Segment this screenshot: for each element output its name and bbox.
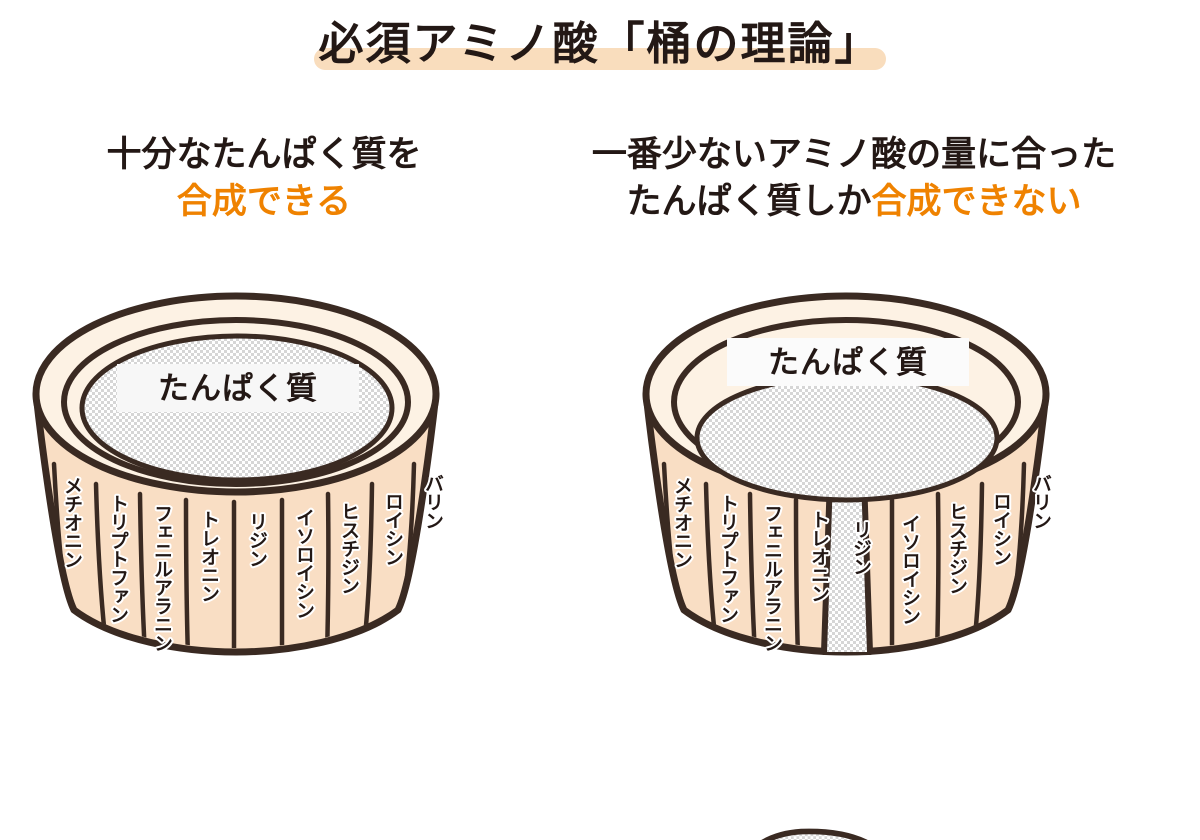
- stave-label-phenylalanine: フェニルアラニン: [761, 504, 783, 652]
- caption-deficient: 一番少ないアミノ酸の量に合った たんぱく質しか合成できない: [514, 132, 1194, 226]
- stave-label-leucine: ロイシン: [382, 492, 404, 566]
- protein-label-group: たんぱく質: [727, 337, 969, 386]
- stave-label-isoleucine: イソロイシン: [899, 514, 921, 625]
- stave-label-methionine: メチオニン: [61, 476, 83, 569]
- protein-label: たんぱく質: [158, 371, 318, 407]
- protein-spill-puddle: [761, 828, 868, 840]
- stave-label-valine: バリン: [422, 474, 444, 530]
- caption-sufficient: 十分なたんぱく質を 合成できる: [14, 132, 514, 226]
- stave-label-valine: バリン: [1030, 474, 1052, 530]
- panel-sufficient: 十分なたんぱく質を 合成できる: [14, 132, 514, 662]
- stave-label-threonine: トレオニン: [808, 510, 830, 603]
- barrel-broken-svg: たんぱく質 メチオニン トリプトファン フェニルアラニン トレオニン リジン イ…: [642, 292, 1054, 840]
- caption-line-1: 十分なたんぱく質を: [106, 135, 422, 175]
- stave-labels: メチオニン トリプトファン フェニルアラニン トレオニン リジン イソロイシン …: [669, 472, 1054, 654]
- stave-label-threonine: トレオニン: [198, 510, 220, 603]
- barrel-figure-broken: たんぱく質 メチオニン トリプトファン フェニルアラニン トレオニン リジン イ…: [514, 242, 1194, 840]
- title-text: 必須アミノ酸「桶の理論」: [318, 17, 882, 70]
- stave-label-histidine: ヒスチジン: [946, 502, 968, 595]
- stave-label-lysine-broken: リジン: [850, 520, 872, 576]
- stave-labels: メチオニン トリプトファン フェニルアラニン トレオニン リジン イソロイシン …: [59, 472, 446, 654]
- page-title: 必須アミノ酸「桶の理論」: [0, 16, 1200, 72]
- caption-line-2-highlight: 合成できない: [871, 181, 1082, 222]
- protein-drain: [806, 447, 888, 482]
- panel-deficient: 一番少ないアミノ酸の量に合った たんぱく質しか合成できない: [514, 132, 1194, 840]
- caption-line-2-dark: たんぱく質しか: [626, 181, 872, 222]
- title-highlight-bar: [314, 48, 886, 71]
- protein-label: たんぱく質: [768, 345, 928, 381]
- stave-label-histidine: ヒスチジン: [338, 502, 360, 595]
- barrel-intact-svg: たんぱく質 メチオニン トリプトファン フェニルアラニン トレオニン リジン イ…: [32, 292, 446, 656]
- stave-label-tryptophan: トリプトファン: [107, 494, 129, 624]
- stave-label-methionine: メチオニン: [671, 476, 693, 569]
- caption-line-2-highlight: 合成できる: [176, 181, 352, 222]
- barrel-figure-intact: たんぱく質 メチオニン トリプトファン フェニルアラニン トレオニン リジン イ…: [14, 242, 514, 662]
- protein-label-group: たんぱく質: [117, 363, 359, 412]
- stave-label-phenylalanine: フェニルアラニン: [151, 504, 173, 652]
- stave-label-tryptophan: トリプトファン: [717, 494, 739, 624]
- panels-container: 十分なたんぱく質を 合成できる: [0, 132, 1200, 840]
- stave-label-lysine: リジン: [246, 512, 268, 568]
- stave-label-isoleucine: イソロイシン: [293, 508, 315, 619]
- caption-line-1: 一番少ないアミノ酸の量に合った: [591, 135, 1117, 175]
- stave-label-leucine: ロイシン: [990, 492, 1012, 566]
